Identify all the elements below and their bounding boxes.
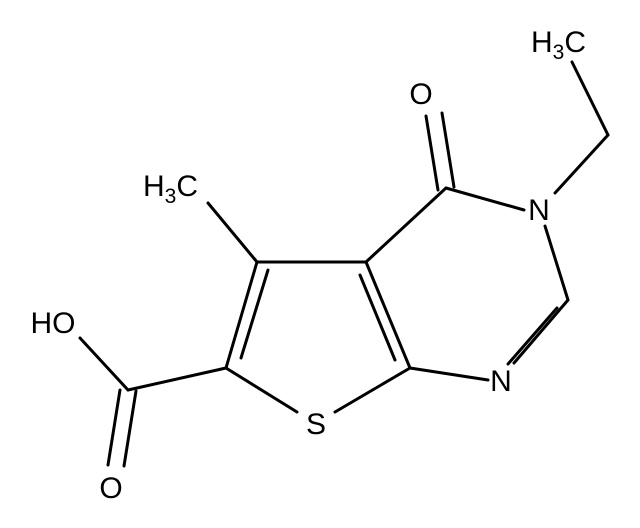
bond-c5-ch3 (206, 201, 259, 264)
bond-cooh-o-double (122, 389, 138, 468)
atom-label-ethyl-ch3: H3C (531, 26, 586, 64)
bond-cooh-oh (78, 336, 130, 392)
bond-c2-n1 (512, 298, 570, 365)
bond-c4-o-double (440, 111, 456, 189)
atom-label-acid-oxygen: O (99, 472, 122, 505)
atom-label-sulfur: S (306, 408, 326, 441)
atom-label-hydroxyl: HO (31, 307, 76, 340)
atom-label-carbonyl-oxygen: O (409, 78, 432, 111)
bond-s-c6 (224, 366, 299, 414)
bond-c7a-c4a (364, 260, 412, 370)
bond-cooh-o (106, 388, 122, 467)
bond-c6-c5-inner (239, 268, 270, 360)
atom-label-ring-ch3: H3C (143, 170, 198, 208)
bond-c7a-s (333, 366, 412, 414)
bond-c4-n3 (444, 186, 526, 212)
atom-label-n1: N (490, 365, 512, 398)
bond-n3-c2 (543, 224, 570, 302)
bond-ch2-n3 (553, 133, 610, 195)
bond-ch3-ch2 (570, 60, 610, 137)
bond-c4-o (424, 114, 440, 192)
bond-c2-n1-double (506, 306, 559, 366)
bond-n1-c7a (408, 366, 490, 382)
bond-c7a-c4a-inner (358, 273, 397, 362)
bond-c6-cooh (126, 366, 228, 392)
bond-c6-c5 (224, 260, 259, 370)
bond-c4a-c4 (364, 186, 448, 264)
atom-label-n3: N (528, 194, 550, 227)
